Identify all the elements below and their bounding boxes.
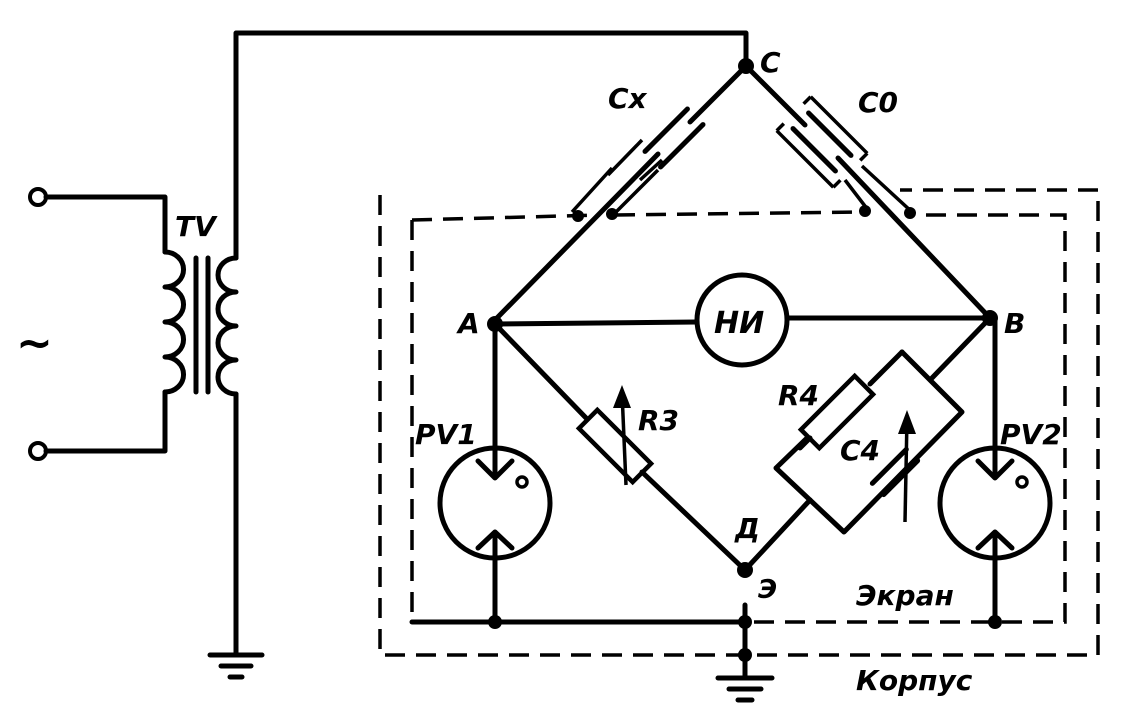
- c0-guard-electrode: [843, 164, 914, 214]
- pv2-bottom-arrow: [975, 529, 1015, 561]
- pv1-top-arrow: [475, 445, 515, 481]
- secondary-wire-top: [233, 30, 749, 261]
- screen-node-c0-right: [904, 207, 916, 219]
- label-node-d: Д: [734, 512, 760, 545]
- pv2-marker: [1015, 475, 1029, 489]
- wire-a-to-ni: [492, 319, 700, 327]
- cx-guard-electrode: [570, 138, 664, 215]
- r4-c4-network-frame: [773, 349, 965, 535]
- node-housing: [738, 648, 752, 662]
- label-node-b: B: [1004, 307, 1025, 340]
- wire-a-to-r3: [492, 321, 591, 423]
- label-pv1: PV1: [415, 418, 477, 451]
- wire-network-to-d: [742, 497, 813, 573]
- label-r4: R4: [778, 379, 819, 412]
- pv1-marker: [515, 475, 529, 489]
- capacitor-cx: [642, 106, 706, 170]
- label-housing: Корпус: [856, 664, 973, 697]
- wire-c0-to-b: [835, 155, 993, 321]
- r4-lower-link: [797, 435, 813, 451]
- primary-wire-top: [43, 194, 168, 255]
- wire-c-to-cx: [687, 63, 749, 125]
- label-c4: C4: [840, 434, 880, 467]
- primary-wire-bottom: [43, 389, 168, 454]
- screen-node-c0-left: [859, 205, 871, 217]
- screen-node-pv2: [988, 615, 1002, 629]
- wire-cx-to-a: [492, 151, 661, 323]
- pv2-top-arrow: [975, 445, 1015, 481]
- wire-r3-to-d: [639, 469, 748, 573]
- label-null-indicator: НИ: [714, 306, 764, 341]
- label-node-c: C: [760, 46, 781, 79]
- transformer-secondary-winding: [215, 255, 239, 397]
- label-c0: C0: [858, 86, 898, 119]
- wire-c-to-c0: [743, 63, 808, 128]
- label-r3: R3: [638, 404, 679, 437]
- label-cx: Cx: [608, 82, 648, 115]
- node-d: [737, 562, 753, 578]
- label-source: ~: [16, 318, 53, 369]
- r3-variable-arrow: [613, 385, 631, 486]
- c4-variable-arrow: [898, 410, 916, 523]
- screen-top-middle: [614, 210, 866, 217]
- capacitor-c0: [775, 95, 869, 189]
- pv1-bottom-arrow: [475, 529, 515, 561]
- screen-top-segment: [411, 213, 601, 222]
- screen-node-cx-right: [606, 208, 618, 220]
- label-transformer: TV: [175, 210, 218, 243]
- screen-node-cx-left: [572, 210, 584, 222]
- label-screen: Экран: [856, 579, 954, 612]
- transformer-primary-winding: [162, 249, 186, 395]
- capacitor-c4: [869, 446, 921, 498]
- label-pv2: PV2: [1000, 418, 1062, 451]
- network-top-link: [867, 349, 905, 387]
- housing-outline: [378, 188, 1100, 657]
- node-c: [738, 58, 754, 74]
- label-node-e: Э: [758, 575, 777, 605]
- wire-b-to-network: [929, 315, 993, 381]
- label-node-a: A: [456, 307, 480, 340]
- screen-outline: [410, 213, 1067, 624]
